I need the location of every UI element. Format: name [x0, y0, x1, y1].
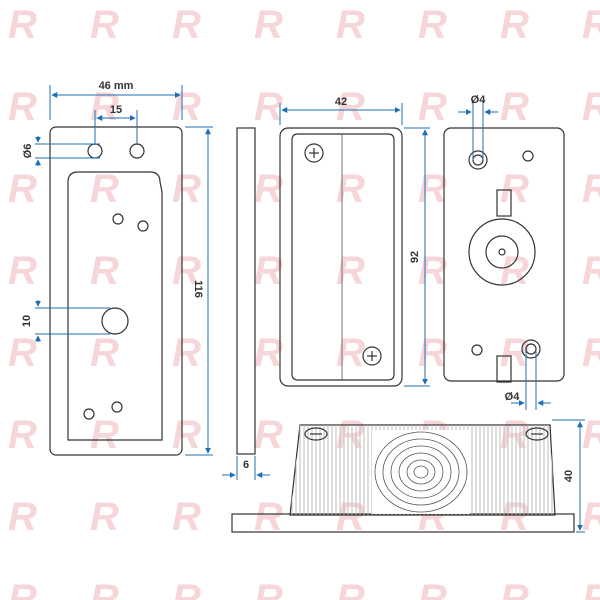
- watermark-letter: R: [418, 3, 447, 47]
- watermark-letter: R: [500, 331, 529, 375]
- watermark-letter: R: [172, 413, 201, 457]
- dim-side-height: 40: [563, 470, 575, 482]
- dim-center-hole: 10: [21, 315, 33, 327]
- watermark-letter: R: [582, 331, 600, 375]
- watermark-letter: R: [8, 3, 37, 47]
- watermark-letter: R: [582, 495, 600, 539]
- watermark-letter: R: [336, 167, 365, 211]
- watermark-letter: R: [336, 3, 365, 47]
- screw-icon: [304, 427, 328, 441]
- watermark-letter: R: [336, 331, 365, 375]
- watermark-letter: R: [418, 331, 447, 375]
- dim-back-hole-top: Ø4: [471, 94, 487, 106]
- watermark-letter: R: [172, 249, 201, 293]
- screw-icon: [525, 427, 549, 441]
- watermark-letter: R: [90, 577, 119, 600]
- watermark-letter: R: [172, 331, 201, 375]
- watermark-letter: R: [172, 577, 201, 600]
- watermark-letter: R: [418, 167, 447, 211]
- watermark-letter: R: [336, 577, 365, 600]
- dim-back-hole-bottom: Ø4: [505, 391, 521, 403]
- watermark-letter: R: [254, 3, 283, 47]
- side-thickness-view: 6: [222, 127, 270, 480]
- dim-lens-height: 92: [409, 251, 421, 263]
- screw-icon: [304, 143, 324, 163]
- watermark-letter: R: [90, 413, 119, 457]
- dim-overall-height: 116: [192, 280, 204, 298]
- dim-hole-spacing: 15: [110, 104, 122, 116]
- lens-pattern-icon: [372, 430, 470, 514]
- watermark-letter: R: [336, 249, 365, 293]
- watermark-letter: R: [500, 249, 529, 293]
- watermark-letter: R: [500, 3, 529, 47]
- side-elevation-view: 40: [231, 419, 585, 533]
- watermark-letter: R: [582, 577, 600, 600]
- back-plate-view: Ø4 Ø4: [443, 94, 565, 410]
- dim-thickness: 6: [243, 459, 249, 471]
- watermark-letter: R: [90, 331, 119, 375]
- watermark-letter: R: [418, 577, 447, 600]
- watermark-letter: R: [582, 3, 600, 47]
- watermark-letter: R: [500, 167, 529, 211]
- watermark-letter: R: [582, 167, 600, 211]
- watermark-letter: R: [254, 331, 283, 375]
- watermark-letter: R: [8, 167, 37, 211]
- watermark-letter: R: [582, 85, 600, 129]
- watermark-letter: R: [418, 249, 447, 293]
- watermark-letter: R: [172, 3, 201, 47]
- lens-front-view: 42 92: [279, 96, 430, 387]
- mounting-plate-view: 46 mm 15 Ø6 116 10: [21, 80, 213, 456]
- watermark-letter: R: [90, 249, 119, 293]
- watermark-letter: R: [8, 85, 37, 129]
- dim-hole-diameter-top: Ø6: [22, 144, 34, 159]
- dim-lens-width: 42: [335, 96, 347, 108]
- watermark-letter: R: [254, 85, 283, 129]
- watermark-letter: R: [254, 413, 283, 457]
- watermark-letter: R: [8, 413, 37, 457]
- watermark-letter: R: [90, 167, 119, 211]
- watermark-letter: R: [8, 495, 37, 539]
- watermark-letter: R: [8, 577, 37, 600]
- watermark-letter: R: [8, 331, 37, 375]
- watermark-letter: R: [172, 495, 201, 539]
- watermark-letter: R: [582, 413, 600, 457]
- dim-overall-width: 46 mm: [99, 80, 134, 92]
- watermark-letter: R: [500, 577, 529, 600]
- watermark-letter: R: [90, 3, 119, 47]
- watermark-letter: R: [90, 495, 119, 539]
- screw-icon: [362, 346, 382, 366]
- watermark-letter: R: [172, 167, 201, 211]
- watermark-letter: R: [254, 167, 283, 211]
- watermark-letter: R: [254, 577, 283, 600]
- watermark-letter: R: [172, 85, 201, 129]
- watermark-letter: R: [582, 249, 600, 293]
- watermark-letter: R: [254, 249, 283, 293]
- watermark-letter: R: [500, 85, 529, 129]
- watermark-letter: R: [8, 249, 37, 293]
- watermark-letter: R: [418, 85, 447, 129]
